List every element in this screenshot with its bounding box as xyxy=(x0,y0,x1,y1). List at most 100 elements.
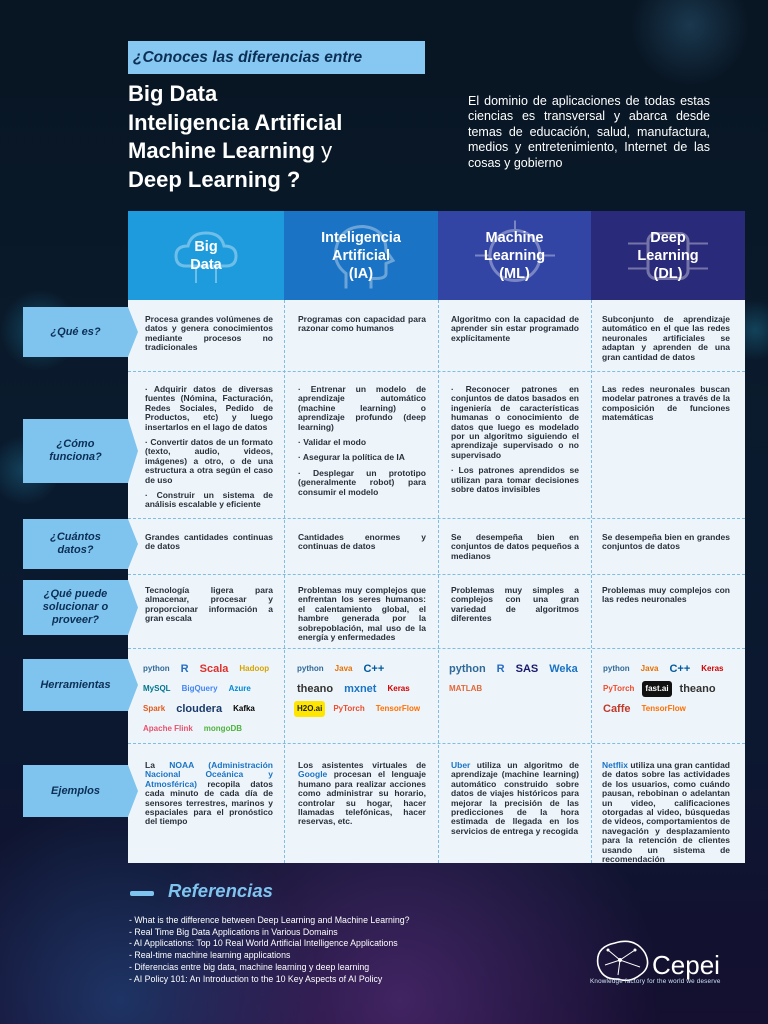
cell-como-funciona-ml: · Reconocer patrones en conjuntos de dat… xyxy=(451,384,579,495)
cell-cuantos-datos-dl: Se desempeña bien en grandes conjuntos d… xyxy=(602,532,730,552)
scala-logo: Scala xyxy=(199,663,229,675)
tools-big-data: python R Scala Hadoop MySQL BigQuery Azu… xyxy=(140,661,280,737)
h2o-logo: H2O.ai xyxy=(294,701,326,717)
intro-question: ¿Conoces las diferencias entre xyxy=(128,41,425,74)
caffe-logo: Caffe xyxy=(603,703,631,715)
kafka-logo: Kafka xyxy=(233,704,255,713)
column-divider xyxy=(438,300,439,863)
row-label-ejemplos: Ejemplos xyxy=(23,765,128,817)
references-title: Referencias xyxy=(168,880,273,901)
title-line-ia: Inteligencia Artificial xyxy=(128,109,343,135)
row-label-que-es: ¿Qué es? xyxy=(23,307,128,357)
network-circuit-icon xyxy=(628,231,708,280)
title-line-ml: Machine Learning y xyxy=(128,138,333,163)
reference-link[interactable]: AI Policy 101: An Introduction to the 10… xyxy=(129,974,529,986)
keras-logo: Keras xyxy=(701,664,724,673)
head-circuit-icon xyxy=(334,224,396,288)
row-divider xyxy=(128,743,745,744)
intro-description: El dominio de aplicaciones de todas esta… xyxy=(468,94,710,170)
cell-como-funciona-dl: Las redes neuronales buscan modelar patr… xyxy=(602,384,730,423)
cell-cuantos-datos-ia: Cantidades enormes y continuas de datos xyxy=(298,532,426,552)
bigquery-logo: BigQuery xyxy=(181,684,218,693)
cell-como-funciona-ia: · Entrenar un modelo de aprendizaje auto… xyxy=(298,384,426,497)
hadoop-logo: Hadoop xyxy=(239,664,270,673)
sas-logo: SAS xyxy=(515,663,539,675)
row-label-cuantos-datos: ¿Cuántos datos? xyxy=(23,519,128,569)
tensorflow-logo: TensorFlow xyxy=(375,704,421,713)
azure-logo: Azure xyxy=(228,684,251,693)
row-divider xyxy=(128,371,745,372)
theano-logo: theano xyxy=(297,683,334,695)
python-logo: python xyxy=(603,664,630,673)
column-header-big-data: Big Data xyxy=(128,211,284,300)
cell-que-puede-dl: Problemas muy complejos con las redes ne… xyxy=(602,585,730,605)
cloud-circuit-icon xyxy=(174,230,238,283)
r-logo: R xyxy=(180,663,189,675)
column-header-dl: Deep Learning (DL) xyxy=(591,211,745,300)
tools-dl: python Java C++ Keras PyTorch fast.ai th… xyxy=(600,661,740,717)
page-title: Big Data Inteligencia Artificial Machine… xyxy=(128,80,448,194)
reference-link[interactable]: AI Applications: Top 10 Real World Artif… xyxy=(129,938,529,950)
reference-link[interactable]: Real Time Big Data Applications in Vario… xyxy=(129,927,529,939)
theano-logo: theano xyxy=(679,683,716,695)
java-logo: Java xyxy=(334,664,353,673)
cell-que-es-dl: Subconjunto de aprendizaje automático en… xyxy=(602,314,730,362)
cell-ejemplos-ml: Uber utiliza un algoritmo de aprendizaje… xyxy=(451,760,579,836)
weka-logo: Weka xyxy=(549,663,578,675)
title-line-dl: Deep Learning ? xyxy=(128,166,301,192)
title-line-big-data: Big Data xyxy=(128,81,218,106)
brain-circuit-icon xyxy=(474,220,555,282)
cell-cuantos-datos-ml: Se desempeña bien en conjuntos de datos … xyxy=(451,532,579,561)
matlab-logo: MATLAB xyxy=(449,684,483,693)
cpp-logo: C++ xyxy=(363,663,385,675)
cell-que-puede-ia: Problemas muy complejos que enfrentan lo… xyxy=(298,585,426,643)
spark-logo: Spark xyxy=(143,704,166,713)
pytorch-logo: PyTorch xyxy=(603,684,635,693)
row-divider xyxy=(128,518,745,519)
python-logo: python xyxy=(449,663,486,675)
column-divider xyxy=(591,300,592,863)
cell-que-puede-ml: Problemas muy simples a complejos con un… xyxy=(451,585,579,624)
comparison-table: Big Data Inteligencia Artificial (IA) Ma… xyxy=(128,211,745,865)
cell-que-es-ia: Programas con capacidad para razonar com… xyxy=(298,314,426,334)
column-header-ml: Machine Learning (ML) xyxy=(438,211,591,300)
row-label-que-puede: ¿Qué puede solucionar o proveer? xyxy=(23,580,128,635)
cloudera-logo: cloudera xyxy=(176,703,223,715)
tools-ml: python R SAS Weka MATLAB xyxy=(446,661,586,697)
cell-ejemplos-big-data: La NOAA (Administración Nacional Oceánic… xyxy=(145,760,273,827)
pytorch-logo: PyTorch xyxy=(333,704,365,713)
reference-link[interactable]: Diferencias entre big data, machine lear… xyxy=(129,962,529,974)
fastai-logo: fast.ai xyxy=(642,681,672,697)
mysql-logo: MySQL xyxy=(143,684,171,693)
cell-que-es-ml: Algoritmo con la capacidad de aprender s… xyxy=(451,314,579,343)
python-logo: python xyxy=(297,664,324,673)
brand-name: Cepei xyxy=(652,950,720,980)
java-logo: Java xyxy=(640,664,659,673)
cepei-brain-logo-icon xyxy=(596,940,649,982)
r-logo: R xyxy=(496,663,505,675)
mxnet-logo: mxnet xyxy=(344,683,377,695)
tools-ia: python Java C++ theano mxnet Keras H2O.a… xyxy=(294,661,434,717)
python-logo: python xyxy=(143,664,170,673)
reference-link[interactable]: What is the difference between Deep Lear… xyxy=(129,915,529,927)
cpp-logo: C++ xyxy=(669,663,691,675)
cell-como-funciona-big-data: · Adquirir datos de diversas fuentes (Nó… xyxy=(145,384,273,510)
cell-que-puede-big-data: Tecnología ligera para almacenar, proces… xyxy=(145,585,273,624)
row-label-herramientas: Herramientas xyxy=(23,659,128,711)
row-divider xyxy=(128,574,745,575)
column-header-ia: Inteligencia Artificial (IA) xyxy=(284,211,438,300)
cell-que-es-big-data: Procesa grandes volúmenes de datos y gen… xyxy=(145,314,273,353)
flink-logo: Apache Flink xyxy=(143,724,193,733)
cell-cuantos-datos-big-data: Grandes cantidades continuas de datos xyxy=(145,532,273,552)
tensorflow-logo: TensorFlow xyxy=(641,704,686,713)
brand-tagline: Knowledge factory for the world we deser… xyxy=(590,978,721,985)
row-label-como-funciona: ¿Cómo funciona? xyxy=(23,419,128,483)
cell-ejemplos-ia: Los asistentes virtuales de Google proce… xyxy=(298,760,426,827)
reference-link[interactable]: Real-time machine learning applications xyxy=(129,950,529,962)
row-divider xyxy=(128,648,745,649)
cell-ejemplos-dl: Netflix utiliza una gran cantidad de dat… xyxy=(602,760,730,865)
references-dash xyxy=(130,891,154,896)
mongodb-logo: mongoDB xyxy=(203,724,243,733)
references-list: What is the difference between Deep Lear… xyxy=(129,915,529,985)
column-divider xyxy=(284,300,285,863)
